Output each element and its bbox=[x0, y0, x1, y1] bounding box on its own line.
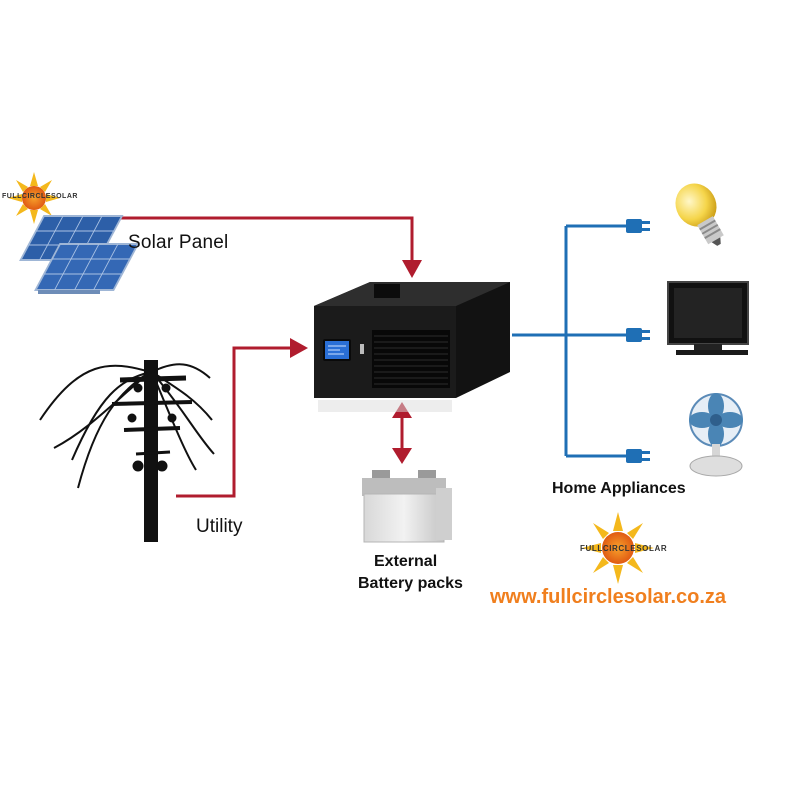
inverter-icon bbox=[314, 282, 510, 412]
website-link[interactable]: www.fullcirclesolar.co.za bbox=[490, 586, 727, 608]
inverter-to-appliances-lines bbox=[512, 224, 628, 458]
logo-wordmark: FULLCIRCLESOLAR bbox=[2, 193, 78, 200]
solar-to-inverter-line bbox=[116, 216, 422, 278]
monitor-icon bbox=[667, 281, 749, 355]
logo-wordmark: FULLCIRCLESOLAR bbox=[580, 544, 668, 553]
utility-label: Utility bbox=[196, 516, 243, 537]
home-appliances-label: Home Appliances bbox=[552, 480, 686, 497]
utility-pole-icon bbox=[39, 360, 215, 542]
battery-icon bbox=[362, 470, 452, 543]
fan-icon bbox=[689, 393, 743, 477]
solar-panel-label: Solar Panel bbox=[128, 232, 229, 253]
light-bulb-icon bbox=[675, 183, 724, 246]
battery-label-line1: External bbox=[374, 553, 438, 570]
plug-icon bbox=[626, 449, 650, 463]
plug-icon bbox=[626, 328, 650, 342]
sun-logo-icon bbox=[582, 512, 654, 584]
plug-icon bbox=[626, 219, 650, 233]
utility-to-inverter-line bbox=[176, 338, 308, 498]
battery-label-line2: Battery packs bbox=[358, 575, 463, 592]
sun-logo-icon bbox=[8, 172, 60, 224]
solar-panel-icon bbox=[19, 215, 140, 294]
